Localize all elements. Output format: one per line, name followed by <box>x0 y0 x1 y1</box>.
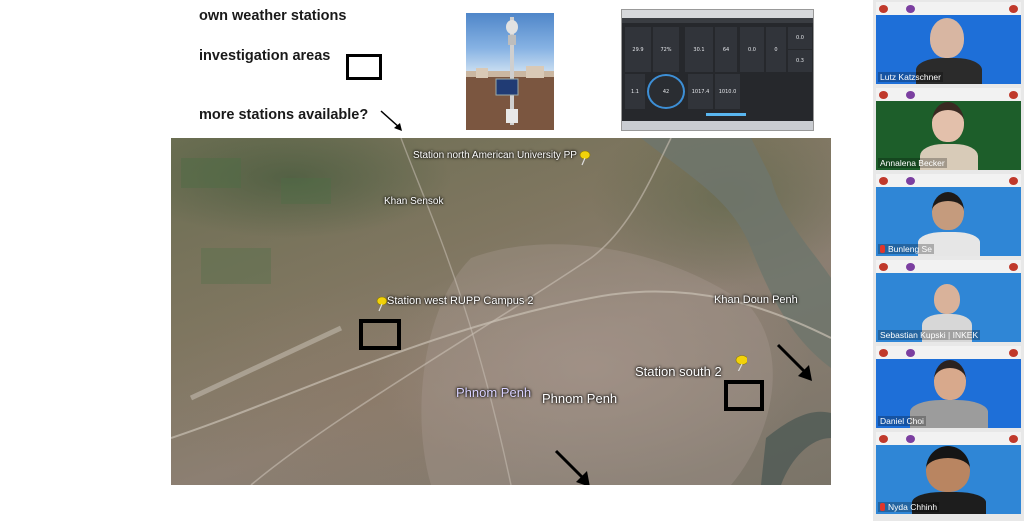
map-label-station-north: Station north American University PP <box>413 150 577 161</box>
participant-name: Bunleng Se <box>888 244 932 254</box>
logo-icon <box>906 5 915 13</box>
dash-cell: 29.9 <box>625 27 651 72</box>
participant-body <box>916 58 982 84</box>
participant-video <box>934 284 960 314</box>
participant-name-row: Nyda Chhinh <box>878 502 940 512</box>
weather-dashboard-screenshot: 29.9 72% 30.1 64 0.0 0 0.0 0.3 1.1 42 10… <box>621 9 814 131</box>
participant-tile[interactable]: Lutz Katzschner <box>876 2 1021 84</box>
dash-cell: 1010.0 <box>715 74 740 109</box>
logo-icon <box>1009 177 1018 185</box>
participant-name-row: Bunleng Se <box>878 244 934 254</box>
logo-icon <box>906 91 915 99</box>
investigation-area-box-south <box>724 380 764 411</box>
logo-icon <box>879 435 888 443</box>
dash-cell: 1017.4 <box>688 74 713 109</box>
participant-tile[interactable]: Bunleng Se <box>876 174 1021 256</box>
participant-name: Sebastian Kupski | INKEK <box>878 330 981 340</box>
investigation-area-box-west <box>359 319 401 350</box>
logo-icon <box>879 263 888 271</box>
investigation-area-legend-box <box>346 54 382 80</box>
slide-line-own-weather-stations: own weather stations <box>199 8 347 24</box>
map-label-phnom-penh-2: Phnom Penh <box>542 391 618 406</box>
logo-icon <box>879 349 888 357</box>
participant-body <box>912 492 986 514</box>
logo-icon <box>1009 435 1018 443</box>
logo-icon <box>879 91 888 99</box>
participant-video <box>926 446 970 492</box>
map-label-khan-sensok: Khan Sensok <box>384 196 444 207</box>
participant-body <box>918 232 980 256</box>
dash-cell: 0.3 <box>788 50 812 72</box>
participant-tile[interactable]: Annalena Becker <box>876 88 1021 170</box>
participant-name: Nyda Chhinh <box>888 502 938 512</box>
slide-line-investigation-areas: investigation areas <box>199 48 331 64</box>
dash-cell: 0.0 <box>788 27 812 49</box>
logo-icon <box>879 177 888 185</box>
logo-icon <box>906 177 915 185</box>
weather-station-photo <box>466 13 554 130</box>
logo-icon <box>1009 263 1018 271</box>
participant-name: Lutz Katzschner <box>878 72 943 82</box>
dash-gauge: 42 <box>647 74 685 109</box>
shared-slide: own weather stations investigation areas… <box>171 8 831 485</box>
participant-body <box>920 144 978 170</box>
dash-cell: 72% <box>653 27 679 72</box>
dash-cell: 1.1 <box>625 74 645 109</box>
dash-cell: 64 <box>715 27 737 72</box>
map-label-station-south: Station south 2 <box>635 364 722 379</box>
participant-tile[interactable]: Nyda Chhinh <box>876 432 1021 514</box>
logo-icon <box>1009 91 1018 99</box>
map-label-phnom-penh-1: Phnom Penh <box>456 385 532 400</box>
map-label-khan-doun-penh: Khan Doun Penh <box>714 294 798 306</box>
pushpin-icon <box>376 296 388 312</box>
slide-line-more-stations: more stations available? <box>199 107 369 123</box>
participant-body <box>922 314 972 342</box>
arrow-icon <box>380 110 402 131</box>
mic-muted-icon <box>880 245 885 253</box>
logo-icon <box>1009 349 1018 357</box>
arrow-icon <box>554 449 590 485</box>
dash-cell: 0 <box>766 27 786 72</box>
participant-video <box>930 18 964 58</box>
map-label-station-west: Station west RUPP Campus 2 <box>387 295 534 307</box>
mic-muted-icon <box>880 503 885 511</box>
participant-body <box>910 400 988 428</box>
logo-icon <box>906 263 915 271</box>
logo-icon <box>906 435 915 443</box>
participant-name: Daniel Choi <box>878 416 926 426</box>
map-features <box>171 138 831 485</box>
dash-cell: 0.0 <box>740 27 764 72</box>
satellite-map: Station north American University PP Kha… <box>171 138 831 485</box>
dash-slider <box>706 113 746 116</box>
participant-video <box>932 192 964 230</box>
participant-tile[interactable]: Sebastian Kupski | INKEK <box>876 260 1021 342</box>
participant-tile[interactable]: Daniel Choi <box>876 346 1021 428</box>
participant-name: Annalena Becker <box>878 158 947 168</box>
pushpin-icon <box>579 150 591 166</box>
arrow-icon <box>776 343 812 381</box>
logo-icon <box>1009 5 1018 13</box>
logo-icon <box>906 349 915 357</box>
participant-gallery: Lutz Katzschner Annalena Becker Bunleng … <box>873 0 1024 521</box>
pushpin-icon <box>735 355 747 371</box>
participant-video <box>934 360 966 400</box>
dash-cell: 30.1 <box>685 27 713 72</box>
logo-icon <box>879 5 888 13</box>
participant-video <box>932 102 964 142</box>
